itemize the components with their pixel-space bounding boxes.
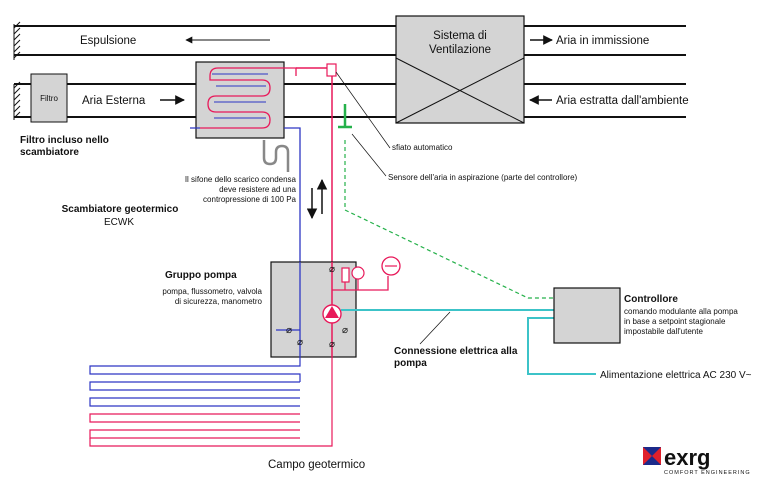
geothermal-exchanger — [195, 61, 297, 139]
valve-icon: ⌀ — [297, 337, 303, 348]
filter-label: Filtro — [40, 94, 58, 103]
connessione-leader — [419, 311, 451, 345]
aria-immissione-label: Aria in immissione — [556, 35, 649, 47]
ventilation-unit: Sistema di Ventilazione — [395, 15, 525, 124]
flowmeter-icon — [351, 266, 365, 280]
valve-icon: ⌀ — [329, 264, 335, 275]
exrg-logo: exrg COMFORT ENGINEERING — [643, 445, 751, 476]
pump-group-title: Gruppo pompa — [165, 270, 237, 281]
air-sensor — [338, 104, 352, 129]
pump-group: ⌀ ⌀ ⌀ ⌀ ⌀ — [270, 261, 389, 358]
filter-box: Filtro — [30, 73, 68, 123]
valve-icon: ⌀ — [329, 339, 335, 350]
ventilation-unit-label-1: Sistema di — [433, 30, 487, 42]
exchanger-title-2: ECWK — [104, 217, 134, 228]
campo-label: Campo geotermico — [268, 459, 365, 471]
valve-icon — [341, 267, 350, 283]
ground-loop — [89, 357, 333, 447]
valve-icon: ⌀ — [342, 325, 348, 336]
controller-title: Controllore — [624, 294, 678, 305]
sensor-cable — [344, 140, 555, 299]
filter-note-2: scambiatore — [20, 147, 79, 158]
connessione-label-1: Connessione elettrica alla — [394, 346, 518, 357]
pump-group-line-1: pompa, flussometro, valvola — [162, 287, 262, 296]
espulsione-label: Espulsione — [80, 35, 136, 47]
sfiato-label: sfiato automatico — [392, 143, 453, 152]
exchanger-title-1: Scambiatore geotermico — [62, 204, 179, 215]
logo-tagline: COMFORT ENGINEERING — [664, 470, 751, 476]
wall-hatching — [13, 21, 21, 120]
controller-box — [553, 287, 621, 344]
valve-icon — [326, 63, 337, 77]
ventilation-unit-label-2: Ventilazione — [429, 44, 491, 56]
connessione-label-2: pompa — [394, 358, 427, 369]
controller-line-3: impostabile dall'utente — [624, 327, 703, 336]
aria-esterna-label: Aria Esterna — [82, 95, 146, 107]
condensate-trap-icon — [262, 140, 290, 172]
valve-icon: ⌀ — [286, 325, 292, 336]
electric-cable — [341, 309, 596, 375]
sfiato-leader — [335, 71, 391, 149]
controller-line-2: in base a setpoint stagionale — [624, 317, 726, 326]
aria-estratta-label: Aria estratta dall'ambiente — [556, 95, 689, 107]
sifone-note-3: contropressione di 100 Pa — [203, 195, 297, 204]
logo-text: exrg — [664, 445, 710, 470]
pump-group-line-2: di sicurezza, manometro — [175, 297, 263, 306]
sifone-note-2: deve resistere ad una — [219, 185, 296, 194]
hot-pipe — [296, 67, 333, 262]
controller-line-1: comando modulante alla pompa — [624, 307, 738, 316]
sensor-leader — [351, 133, 387, 177]
sensor-label: Sensore dell'aria in aspirazione (parte … — [388, 173, 578, 182]
power-supply-label: Alimentazione elettrica AC 230 V~ — [600, 370, 752, 381]
filter-note-1: Filtro incluso nello — [20, 135, 109, 146]
sifone-note-1: Il sifone dello scarico condensa — [185, 175, 297, 184]
